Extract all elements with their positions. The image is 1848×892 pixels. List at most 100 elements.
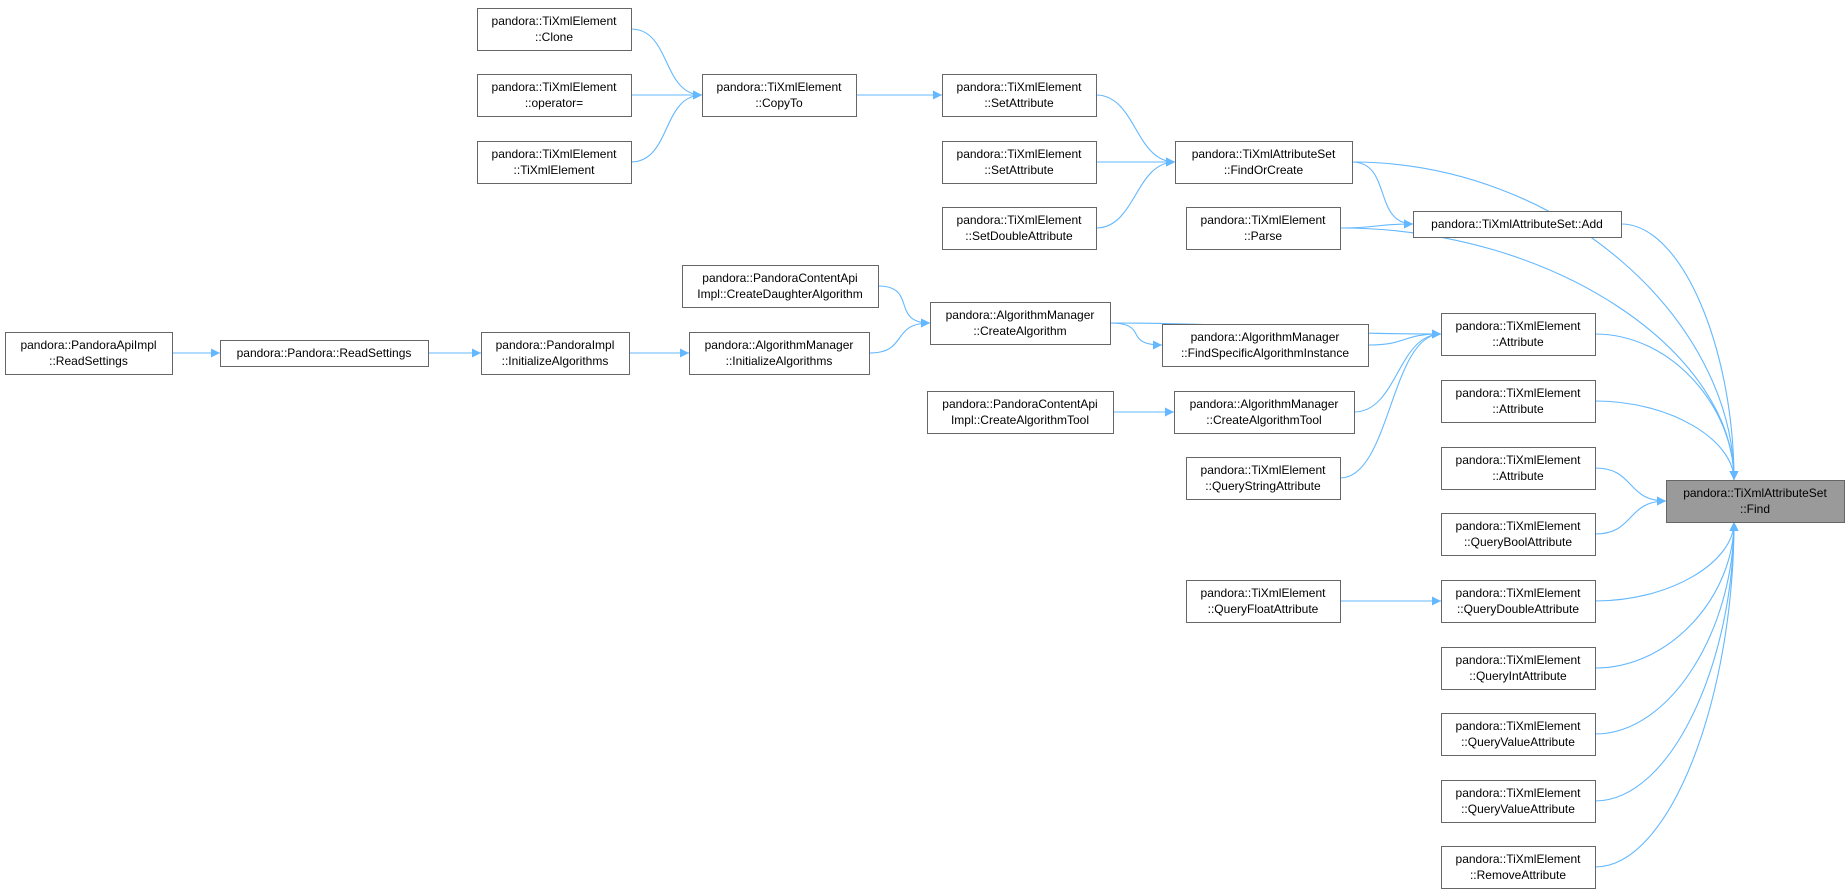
node-label-line: pandora::TiXmlElement xyxy=(1456,453,1582,467)
node-add[interactable]: pandora::TiXmlAttributeSet::Add xyxy=(1413,211,1622,238)
node-copyto[interactable]: pandora::TiXmlElement::CopyTo xyxy=(702,74,857,117)
edge-querydoubleattribute-to-find xyxy=(1594,521,1739,602)
node-box xyxy=(481,332,630,375)
edge-queryintattribute-to-find xyxy=(1594,521,1739,669)
node-label-line: pandora::TiXmlElement xyxy=(1456,852,1582,866)
node-attribute-1[interactable]: pandora::TiXmlElement::Attribute xyxy=(1441,313,1596,356)
edge-clone-to-copyto xyxy=(630,28,703,100)
edge-findorcreate-to-add xyxy=(1351,161,1414,229)
node-operator-eq[interactable]: pandora::TiXmlElement::operator= xyxy=(477,74,632,117)
node-box xyxy=(1441,380,1596,423)
node-label-line: pandora::TiXmlElement xyxy=(1201,463,1327,477)
edge-setdoubleattribute-to-findorcreate xyxy=(1095,157,1176,229)
node-label-line: pandora::TiXmlElement xyxy=(492,147,618,161)
node-findorcreate[interactable]: pandora::TiXmlAttributeSet::FindOrCreate xyxy=(1175,141,1353,184)
node-label-line: ::RemoveAttribute xyxy=(1470,868,1566,882)
node-box xyxy=(1441,313,1596,356)
node-label-line: ::QueryIntAttribute xyxy=(1469,669,1567,683)
node-label-line: ::FindSpecificAlgorithmInstance xyxy=(1181,346,1349,360)
node-label-line: ::Parse xyxy=(1244,229,1282,243)
edge-attribute-1-to-find xyxy=(1594,333,1739,481)
node-box xyxy=(942,74,1097,117)
node-createalgorithmtool-api[interactable]: pandora::PandoraContentApiImpl::CreateAl… xyxy=(927,391,1114,434)
node-box xyxy=(1441,647,1596,690)
node-label-line: pandora::AlgorithmManager xyxy=(1190,397,1339,411)
node-box xyxy=(1441,513,1596,556)
node-label-line: pandora::TiXmlElement xyxy=(957,80,1083,94)
node-label-line: pandora::AlgorithmManager xyxy=(1191,330,1340,344)
node-label-line: pandora::TiXmlAttributeSet xyxy=(1683,486,1827,500)
node-label-line: ::QueryValueAttribute xyxy=(1461,802,1575,816)
node-setattribute-2[interactable]: pandora::TiXmlElement::SetAttribute xyxy=(942,141,1097,184)
node-label-line: pandora::TiXmlElement xyxy=(1456,319,1582,333)
node-box xyxy=(1175,141,1353,184)
node-createalgorithm[interactable]: pandora::AlgorithmManager::CreateAlgorit… xyxy=(930,302,1111,345)
node-algorithmmanager-initializealgorithms[interactable]: pandora::AlgorithmManager::InitializeAlg… xyxy=(689,332,870,375)
edge-removeattribute-to-find xyxy=(1594,521,1739,868)
node-querydoubleattribute[interactable]: pandora::TiXmlElement::QueryDoubleAttrib… xyxy=(1441,580,1596,623)
node-queryvalueattribute-2[interactable]: pandora::TiXmlElement::QueryValueAttribu… xyxy=(1441,780,1596,823)
node-pandoraapiimpl-readsettings[interactable]: pandora::PandoraApiImpl::ReadSettings xyxy=(5,332,173,375)
node-label-line: pandora::PandoraImpl xyxy=(496,338,615,352)
node-label-line: ::QueryBoolAttribute xyxy=(1464,535,1572,549)
nodes-layer: pandora::TiXmlElement::Clonepandora::TiX… xyxy=(5,8,1845,889)
node-parse[interactable]: pandora::TiXmlElement::Parse xyxy=(1186,207,1341,250)
node-setdoubleattribute[interactable]: pandora::TiXmlElement::SetDoubleAttribut… xyxy=(942,207,1097,250)
node-label-line: ::QueryDoubleAttribute xyxy=(1457,602,1579,616)
node-label-line: pandora::AlgorithmManager xyxy=(705,338,854,352)
node-removeattribute[interactable]: pandora::TiXmlElement::RemoveAttribute xyxy=(1441,846,1596,889)
node-createalgorithmtool-mgr[interactable]: pandora::AlgorithmManager::CreateAlgorit… xyxy=(1174,391,1355,434)
node-attribute-2[interactable]: pandora::TiXmlElement::Attribute xyxy=(1441,380,1596,423)
node-box xyxy=(1441,580,1596,623)
node-label-line: ::Find xyxy=(1740,502,1770,516)
node-box xyxy=(1666,480,1845,523)
node-box xyxy=(930,302,1111,345)
node-label-line: ::FindOrCreate xyxy=(1224,163,1304,177)
edge-queryvalueattribute-2-to-find xyxy=(1594,521,1739,802)
edge-queryboolattribute-to-find xyxy=(1594,496,1667,535)
node-attribute-3[interactable]: pandora::TiXmlElement::Attribute xyxy=(1441,447,1596,490)
edge-createalgorithmtool-mgr-to-attribute-1 xyxy=(1353,329,1442,413)
node-queryfloatattribute[interactable]: pandora::TiXmlElement::QueryFloatAttribu… xyxy=(1186,580,1341,623)
node-label-line: pandora::TiXmlElement xyxy=(1201,213,1327,227)
node-box xyxy=(927,391,1114,434)
node-label-line: pandora::TiXmlElement xyxy=(1456,719,1582,733)
node-label-line: ::Attribute xyxy=(1492,469,1544,483)
node-label-line: ::ReadSettings xyxy=(49,354,128,368)
node-setattribute-1[interactable]: pandora::TiXmlElement::SetAttribute xyxy=(942,74,1097,117)
node-pandoraimpl-initializealgorithms[interactable]: pandora::PandoraImpl::InitializeAlgorith… xyxy=(481,332,630,375)
edge-findorcreate-to-find xyxy=(1351,161,1739,481)
edge-tixmlelement-ctor-to-copyto xyxy=(630,90,703,163)
edge-parse-to-add xyxy=(1339,219,1414,229)
node-box xyxy=(1186,207,1341,250)
node-label-line: pandora::TiXmlAttributeSet xyxy=(1192,147,1336,161)
node-findspecificalgorithminstance[interactable]: pandora::AlgorithmManager::FindSpecificA… xyxy=(1162,324,1369,367)
node-label-line: ::Attribute xyxy=(1492,335,1544,349)
edge-attribute-3-to-find xyxy=(1594,467,1667,506)
edge-setattribute-1-to-findorcreate xyxy=(1095,94,1176,167)
node-pandora-readsettings[interactable]: pandora::Pandora::ReadSettings xyxy=(220,340,429,367)
node-label-line: ::QueryStringAttribute xyxy=(1205,479,1321,493)
node-createdaughteralgorithm[interactable]: pandora::PandoraContentApiImpl::CreateDa… xyxy=(682,265,879,308)
node-tixmlelement-ctor[interactable]: pandora::TiXmlElement::TiXmlElement xyxy=(477,141,632,184)
node-queryvalueattribute-1[interactable]: pandora::TiXmlElement::QueryValueAttribu… xyxy=(1441,713,1596,756)
node-box xyxy=(689,332,870,375)
node-label-line: ::CopyTo xyxy=(755,96,803,110)
node-label-line: ::SetDoubleAttribute xyxy=(965,229,1073,243)
node-querystringattribute[interactable]: pandora::TiXmlElement::QueryStringAttrib… xyxy=(1186,457,1341,500)
node-label-line: pandora::TiXmlElement xyxy=(492,80,618,94)
node-label-line: ::Clone xyxy=(535,30,573,44)
node-queryintattribute[interactable]: pandora::TiXmlElement::QueryIntAttribute xyxy=(1441,647,1596,690)
node-label-line: pandora::TiXmlElement xyxy=(1201,586,1327,600)
node-label-line: ::Attribute xyxy=(1492,402,1544,416)
node-box xyxy=(1162,324,1369,367)
edge-attribute-2-to-find xyxy=(1594,400,1739,481)
node-find[interactable]: pandora::TiXmlAttributeSet::Find xyxy=(1666,480,1845,523)
node-label-line: pandora::TiXmlElement xyxy=(957,213,1083,227)
node-queryboolattribute[interactable]: pandora::TiXmlElement::QueryBoolAttribut… xyxy=(1441,513,1596,556)
node-clone[interactable]: pandora::TiXmlElement::Clone xyxy=(477,8,632,51)
node-label-line: ::TiXmlElement xyxy=(514,163,596,177)
node-box xyxy=(1174,391,1355,434)
edge-createalgorithm-to-findspecificalgorithminstance xyxy=(1109,322,1163,350)
node-label-line: ::InitializeAlgorithms xyxy=(502,354,609,368)
